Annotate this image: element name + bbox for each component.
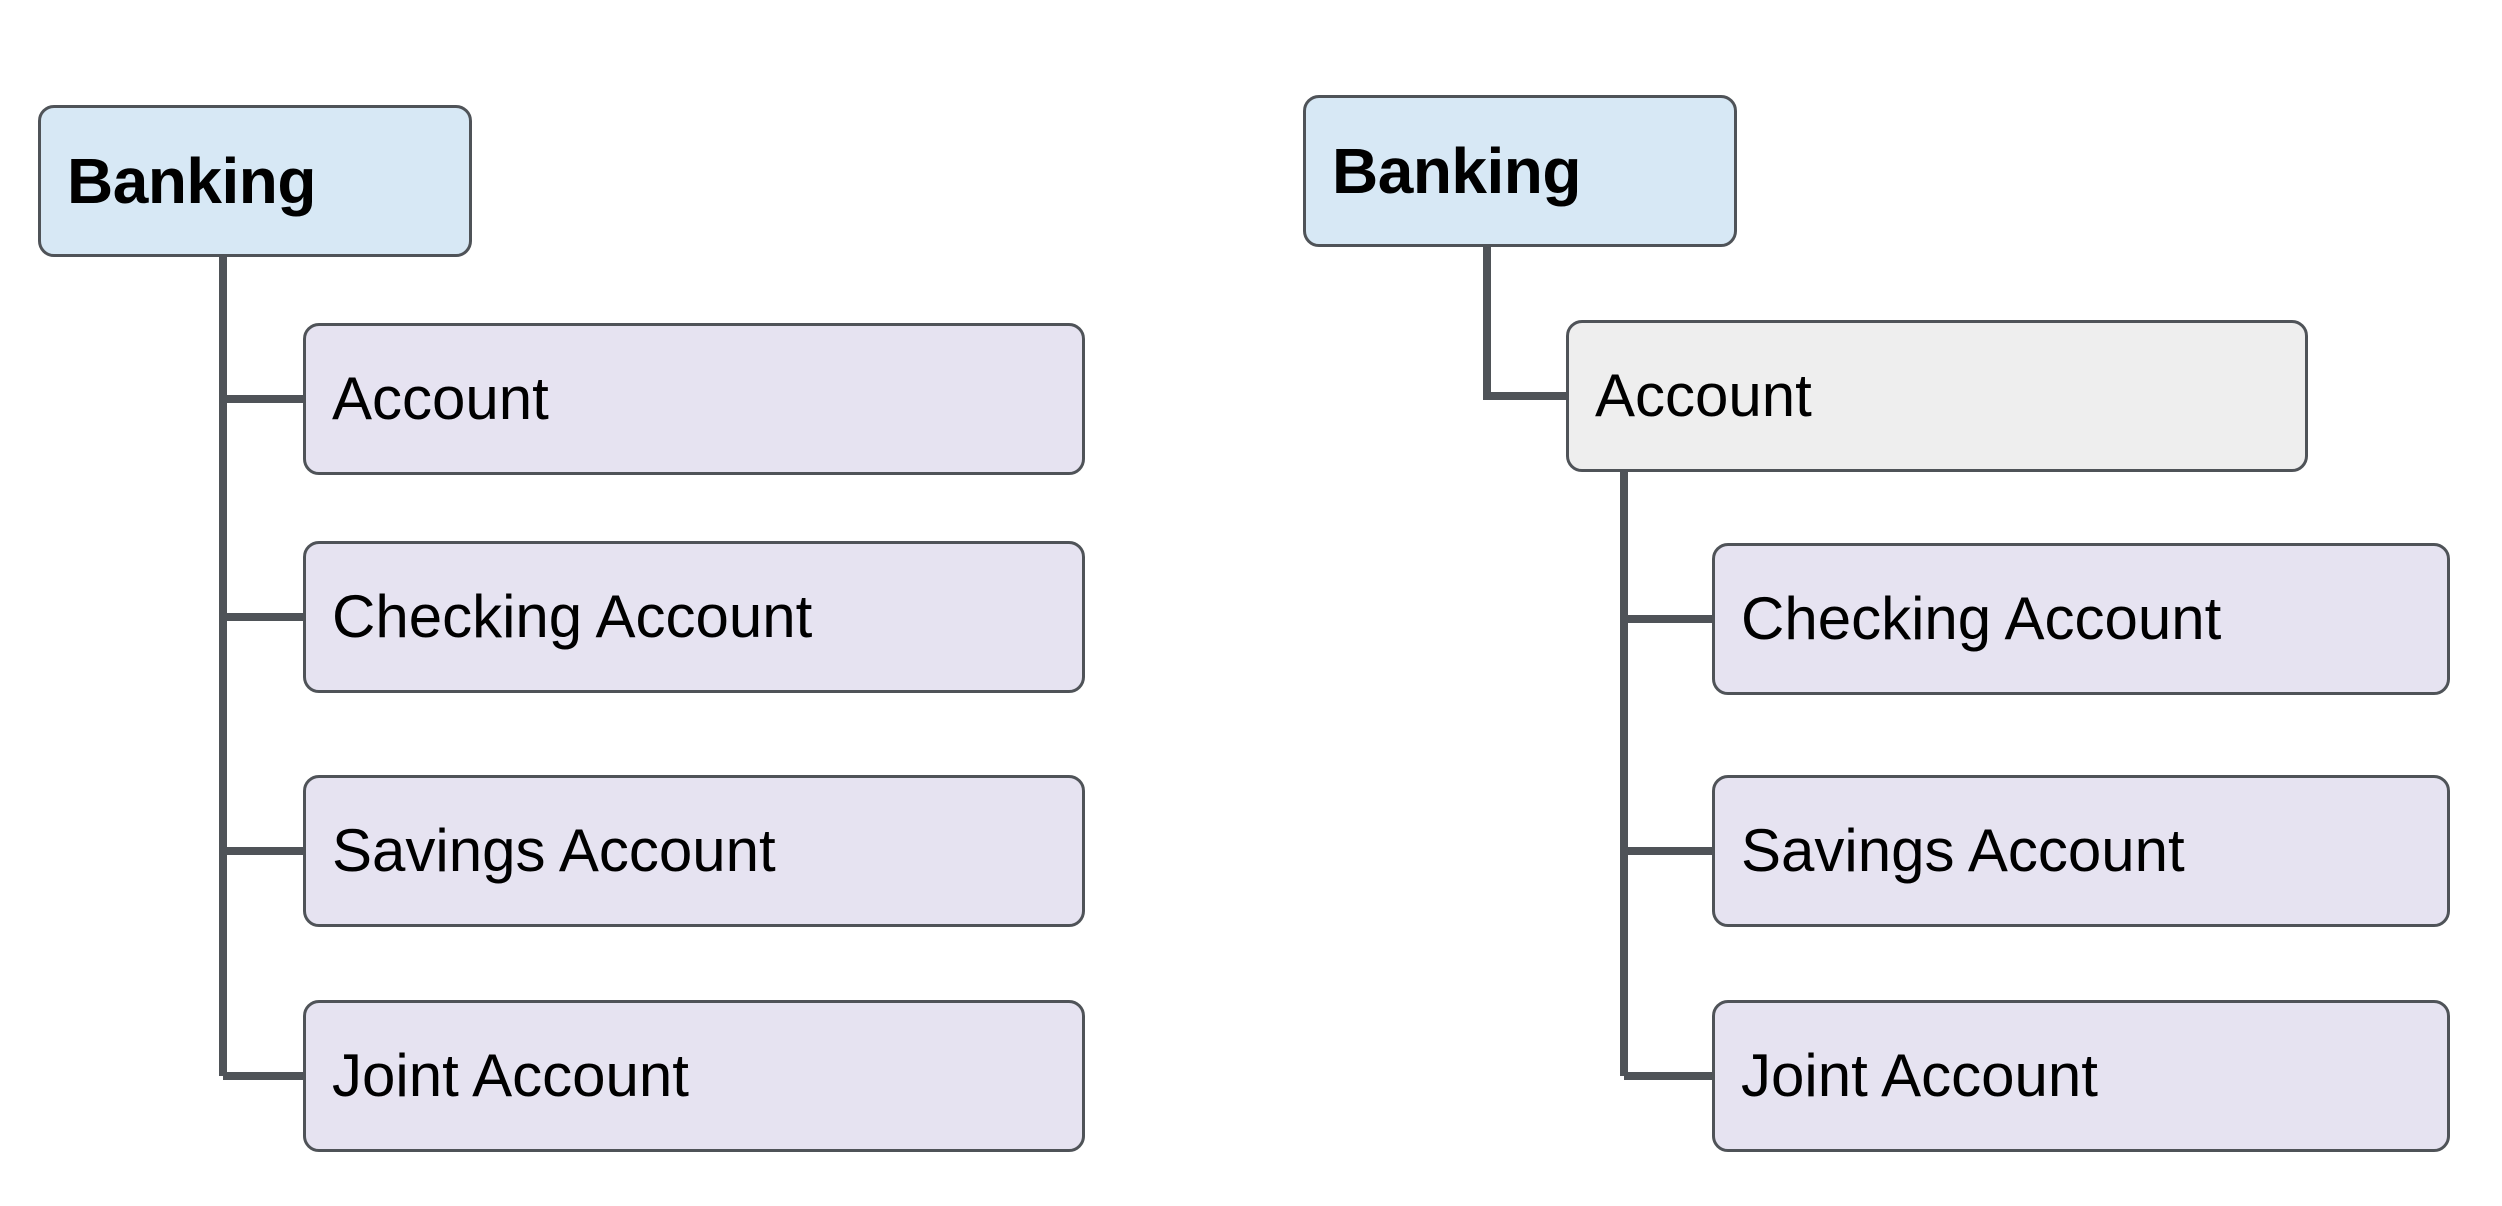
connector-right-root-to-account bbox=[1483, 247, 1566, 400]
node-left-root-banking[interactable]: Banking bbox=[38, 105, 472, 257]
node-label: Account bbox=[332, 365, 549, 432]
node-left-account[interactable]: Account bbox=[303, 323, 1085, 475]
node-label: Joint Account bbox=[332, 1042, 689, 1109]
node-label: Checking Account bbox=[332, 583, 813, 650]
node-right-joint-account[interactable]: Joint Account bbox=[1712, 1000, 2450, 1152]
node-label: Account bbox=[1595, 362, 1812, 429]
node-label: Banking bbox=[67, 145, 316, 217]
node-left-checking-account[interactable]: Checking Account bbox=[303, 541, 1085, 693]
node-right-account[interactable]: Account bbox=[1566, 320, 2308, 472]
left-tree-connectors bbox=[219, 257, 303, 1080]
node-right-savings-account[interactable]: Savings Account bbox=[1712, 775, 2450, 927]
right-tree-connectors bbox=[1483, 247, 1712, 1080]
node-right-root-banking[interactable]: Banking bbox=[1303, 95, 1737, 247]
node-left-savings-account[interactable]: Savings Account bbox=[303, 775, 1085, 927]
node-label: Joint Account bbox=[1741, 1042, 2098, 1109]
node-label: Savings Account bbox=[332, 817, 776, 884]
node-left-joint-account[interactable]: Joint Account bbox=[303, 1000, 1085, 1152]
node-label: Savings Account bbox=[1741, 817, 2185, 884]
node-right-checking-account[interactable]: Checking Account bbox=[1712, 543, 2450, 695]
node-label: Banking bbox=[1332, 135, 1581, 207]
node-label: Checking Account bbox=[1741, 585, 2222, 652]
